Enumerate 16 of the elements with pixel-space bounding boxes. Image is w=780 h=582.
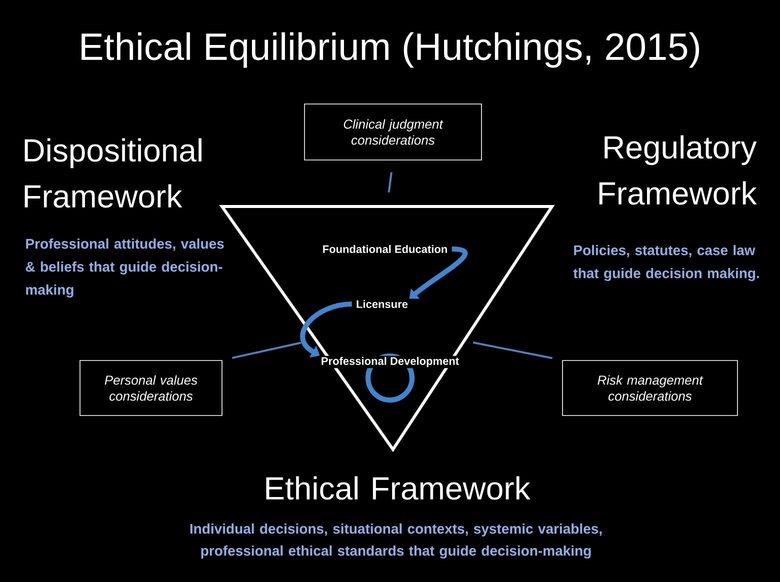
connector-line [232,342,302,359]
curved-arrow [409,246,468,299]
framework-heading: Regulatory Framework [599,135,757,205]
framework-heading: Ethical Framework [266,476,530,500]
framework-heading: Dispositional Framework [24,138,202,208]
framework-description: Professional attitudes, values & beliefs that guide decision-making [26,238,224,298]
framework-description: Policies, statutes, case law that guide decision making. [573,244,759,282]
title: Ethical Equilibrium (Hutchings, 2015) [82,32,700,68]
framework-description: Individual decisions, situational contexts, systemic variables, professional ethical standards that guide decision-making [190,523,602,559]
consideration-box: Risk management considerations [562,360,738,416]
consideration-box: Clinical judgment considerations [304,104,482,160]
connector-line [388,172,392,193]
connector-line [472,342,552,360]
stage-label: Licensure [355,298,409,310]
consideration-box: Personal values considerations [80,360,222,416]
stage-label: Professional Development [320,356,460,368]
